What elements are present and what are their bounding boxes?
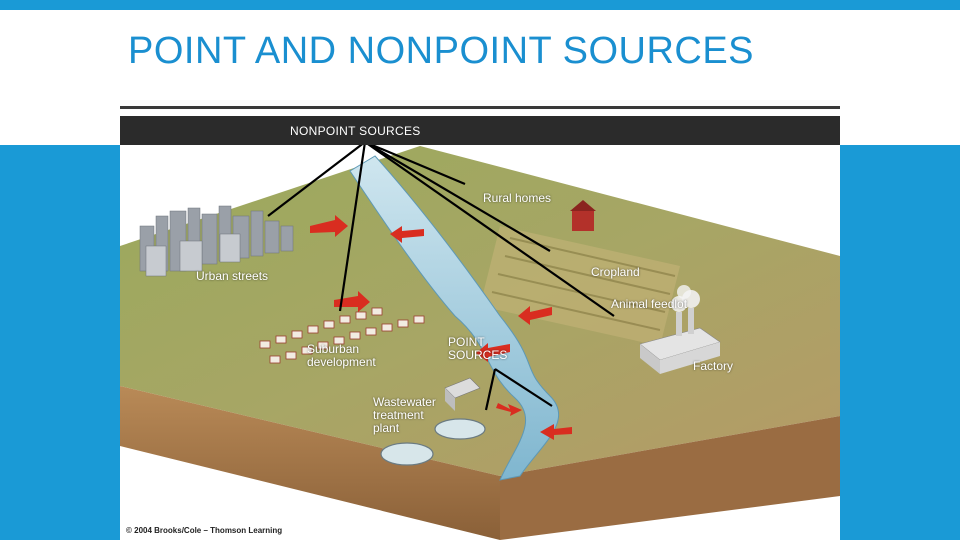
terrain-side-right: [500, 416, 840, 540]
label-animal-feedlot: Animal feedlot: [611, 297, 688, 311]
landscape-illustration: [120, 140, 840, 540]
label-suburban-line1: Suburban: [307, 342, 360, 356]
factory-building: [639, 285, 721, 374]
title-divider: [120, 106, 840, 109]
pointer-lines: [267, 140, 615, 411]
label-wastewater-line1: Wastewater: [373, 395, 436, 409]
label-rural-homes: Rural homes: [483, 191, 552, 205]
runoff-arrows: [310, 215, 572, 440]
pollution-diagram: NONPOINT SOURCES Rural homes Urban stree…: [120, 116, 840, 540]
label-point-line1: POINT: [448, 335, 485, 349]
label-urban-streets: Urban streets: [196, 269, 269, 283]
right-accent-panel: [840, 145, 960, 540]
label-point-line2: SOURCES: [448, 348, 508, 362]
label-suburban-development: Suburban development: [307, 343, 376, 369]
barn: [570, 200, 596, 231]
top-accent-bar: [0, 0, 960, 10]
label-point-sources: POINT SOURCES: [448, 336, 507, 362]
copyright-notice: © 2004 Brooks/Cole – Thomson Learning: [126, 526, 283, 535]
wastewater-plant: [380, 377, 486, 466]
nonpoint-sources-heading: NONPOINT SOURCES: [290, 124, 421, 138]
label-cropland: Cropland: [591, 265, 640, 279]
city-buildings: [139, 205, 294, 277]
label-suburban-line2: development: [307, 355, 376, 369]
label-wastewater-plant: Wastewater treatment plant: [373, 396, 436, 435]
slide-title: POINT AND NONPOINT SOURCES: [128, 30, 755, 72]
terrain-side-left: [120, 386, 500, 540]
label-wastewater-line3: plant: [373, 421, 400, 435]
nonpoint-header-strip: [120, 116, 840, 145]
left-accent-panel: [0, 145, 120, 540]
suburban-houses: [259, 307, 425, 364]
label-factory: Factory: [693, 359, 734, 373]
label-wastewater-line2: treatment: [373, 408, 424, 422]
